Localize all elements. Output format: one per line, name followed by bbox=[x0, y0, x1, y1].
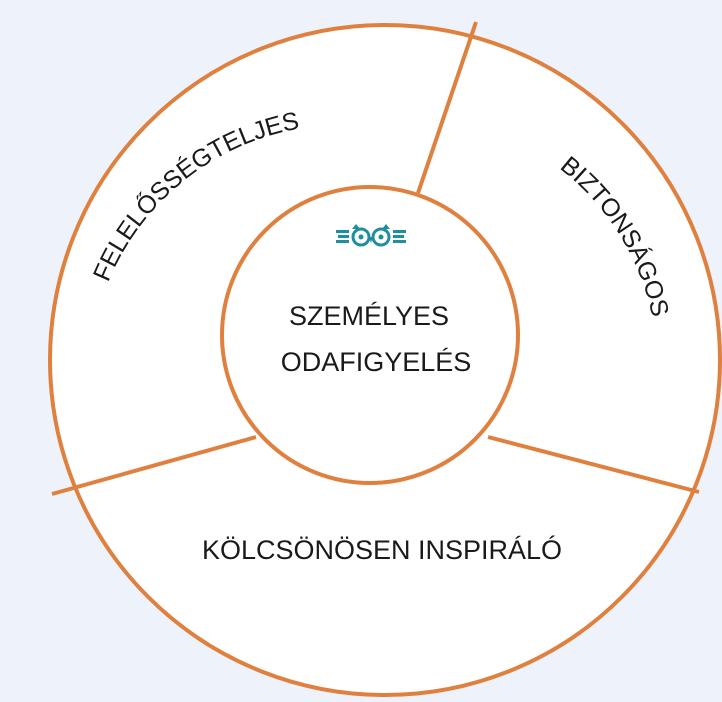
owl-logo-icon bbox=[336, 224, 406, 247]
center-title-line2: ODAFIGYELÉS bbox=[281, 347, 472, 377]
divider-top bbox=[416, 21, 478, 194]
divider-lower-left bbox=[51, 435, 257, 496]
inner-circle bbox=[220, 185, 520, 485]
divider-lower-right bbox=[487, 435, 700, 494]
center-title-line1: SZEMÉLYES bbox=[289, 301, 449, 331]
segment-label-bottom: KÖLCSÖNÖSEN INSPIRÁLÓ bbox=[202, 534, 562, 565]
